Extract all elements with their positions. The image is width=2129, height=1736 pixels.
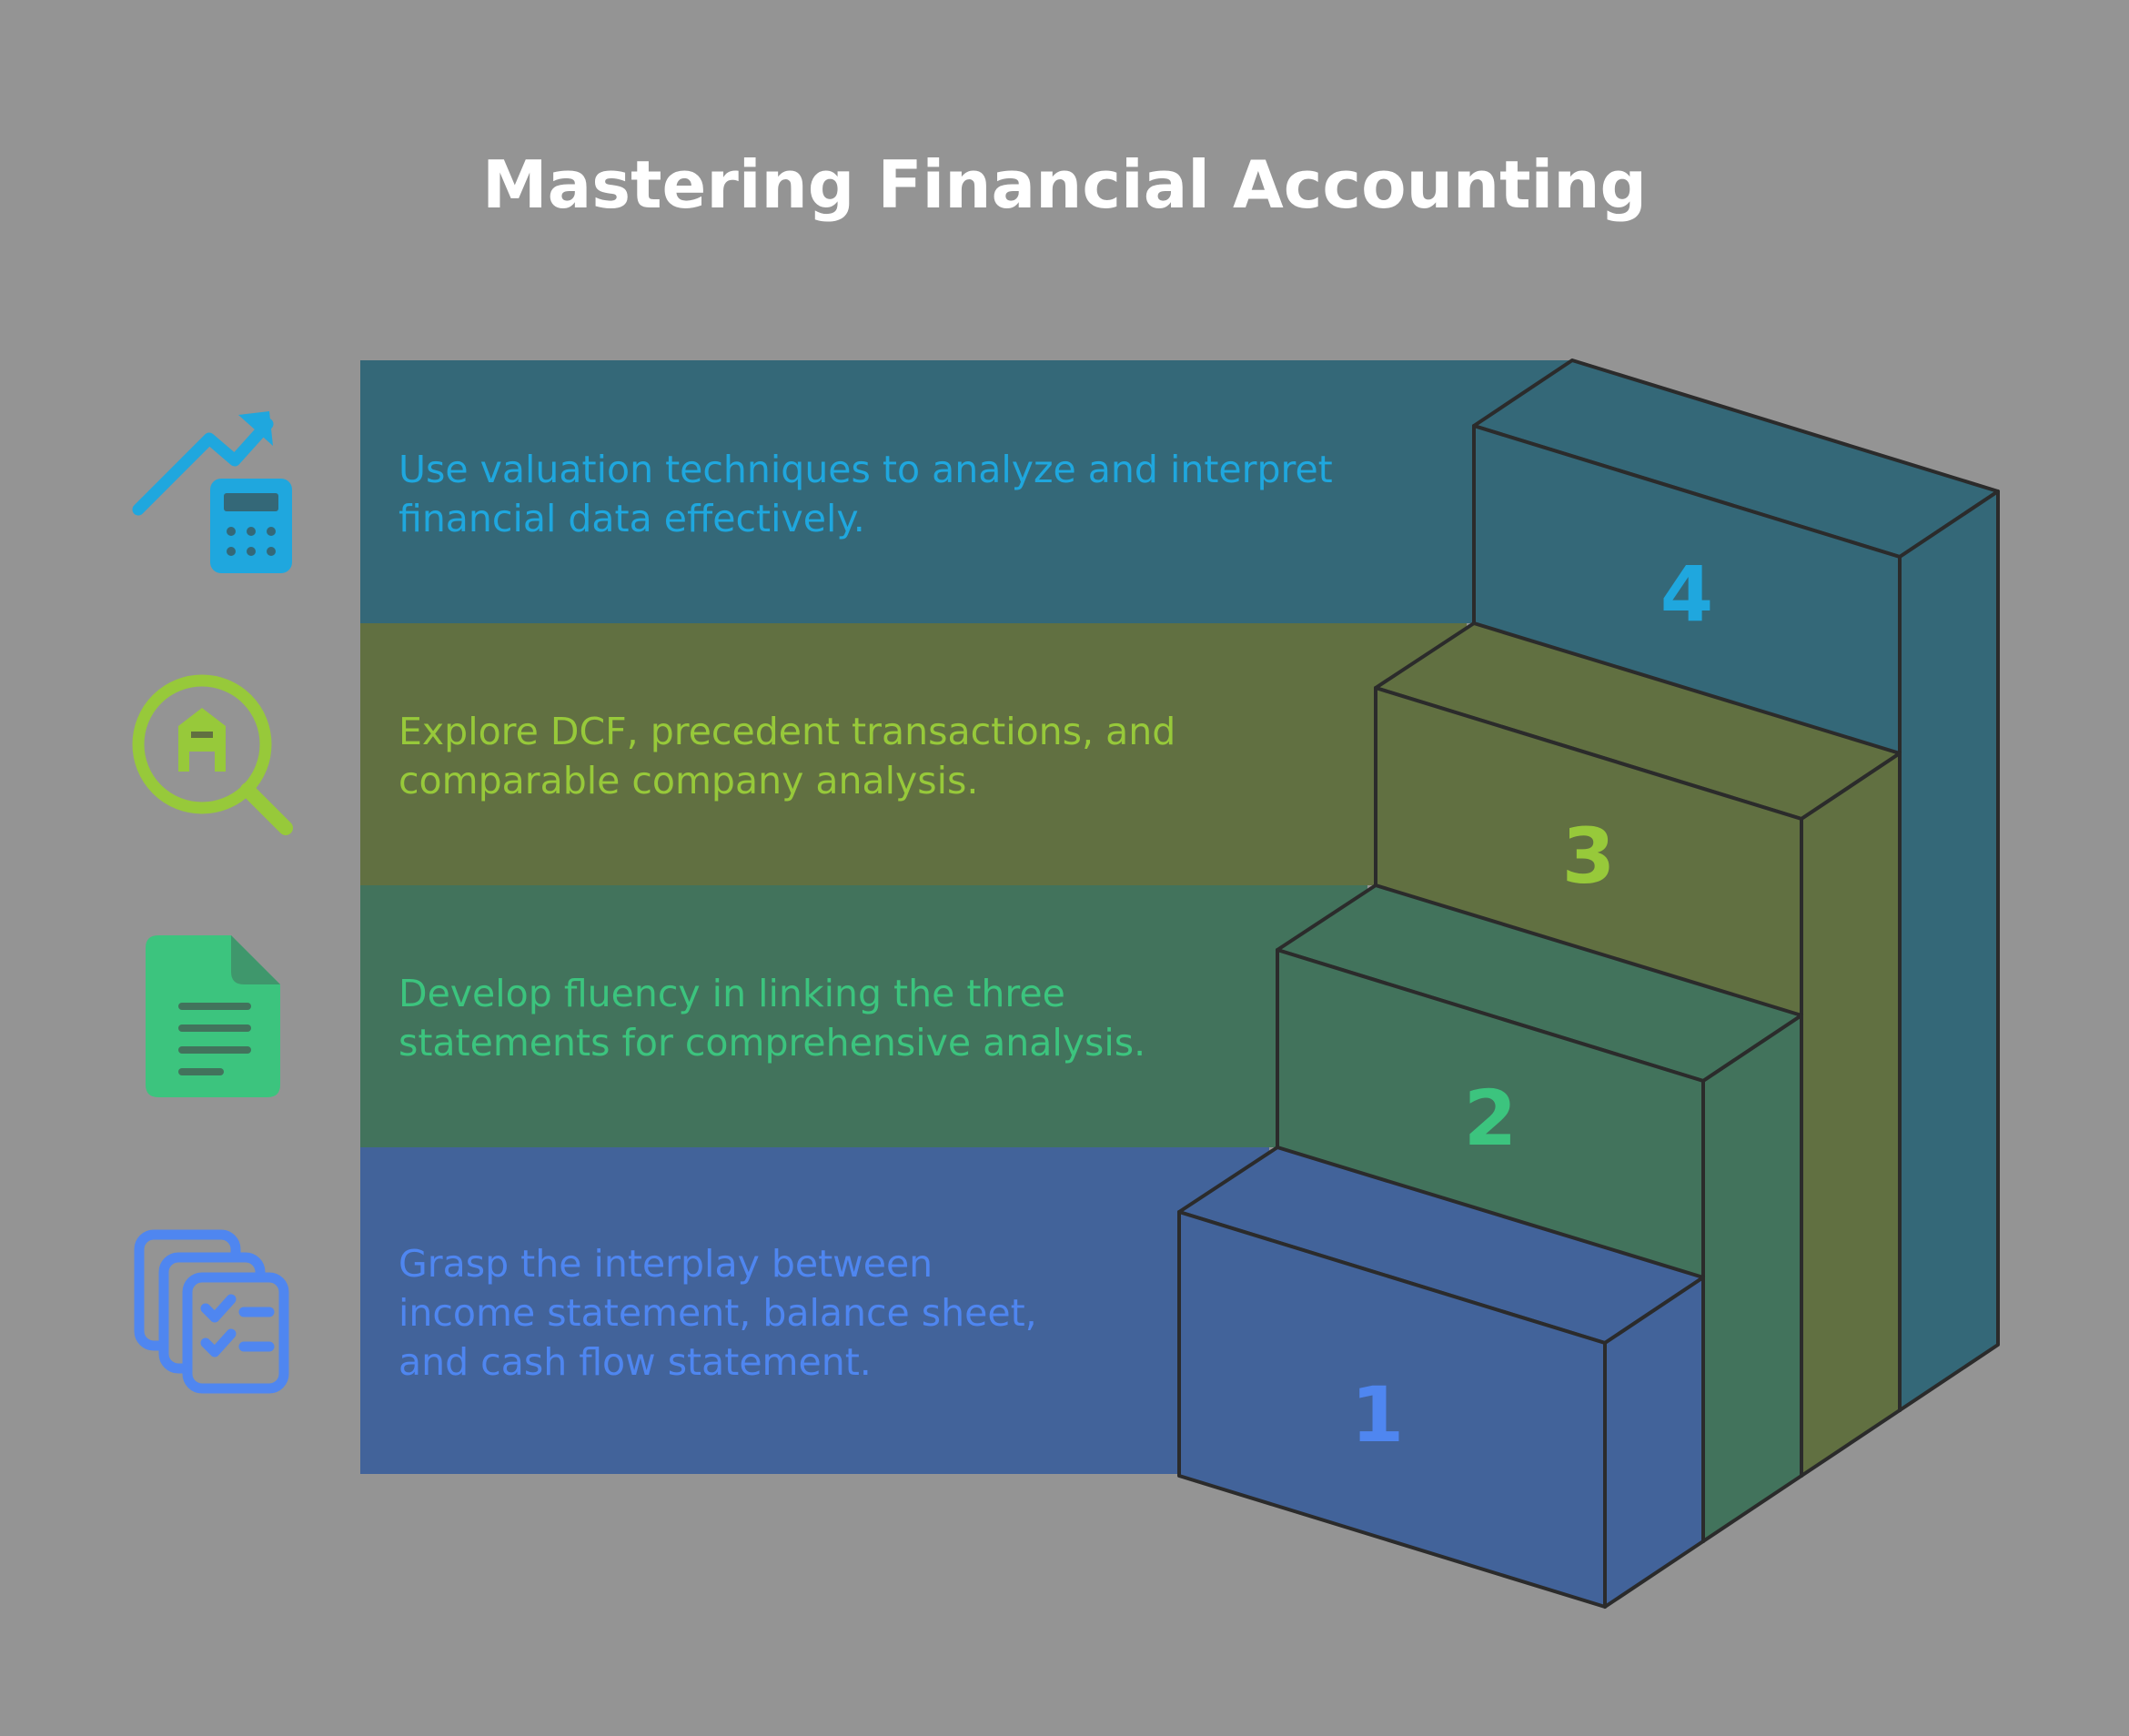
step-1-line-1: Grasp the interplay between <box>399 1242 933 1286</box>
step-4-line-2: financial data effectively. <box>399 497 865 540</box>
step-4-line-1: Use valuation techniques to analyze and … <box>399 448 1333 491</box>
band-step-4 <box>360 360 1574 623</box>
step-1-line-3: and cash flow statement. <box>399 1340 872 1384</box>
document-icon <box>146 935 280 1097</box>
step-2-text: Develop fluency in linking the three sta… <box>399 972 1145 1065</box>
chart-calculator-icon <box>132 411 292 573</box>
step-number-1: 1 <box>1351 1370 1404 1459</box>
step-4-text: Use valuation techniques to analyze and … <box>399 448 1345 540</box>
step-1-line-2: income statement, balance sheet, <box>399 1291 1037 1335</box>
step-number-2: 2 <box>1464 1074 1517 1163</box>
step-3-text: Explore DCF, precedent transactions, and… <box>399 710 1187 802</box>
step-2-line-1: Develop fluency in linking the three <box>399 972 1065 1015</box>
step-2-line-2: statements for comprehensive analysis. <box>399 1021 1145 1065</box>
checklist-documents-icon <box>134 1229 289 1394</box>
step-block-1 <box>1177 1146 1705 1609</box>
magnifier-building-icon <box>132 674 293 835</box>
step-number-4: 4 <box>1660 550 1713 639</box>
step-number-3: 3 <box>1562 812 1615 901</box>
step-3-line-1: Explore DCF, precedent transactions, and <box>399 710 1175 753</box>
step-1-text: Grasp the interplay between income state… <box>399 1242 1049 1384</box>
band-step-3 <box>360 623 1467 885</box>
band-step-1 <box>360 1147 1269 1474</box>
step-3-line-2: comparable company analysis. <box>399 759 978 802</box>
band-step-2 <box>360 885 1367 1147</box>
diagram-title: Mastering Financial Accounting <box>482 146 1647 223</box>
